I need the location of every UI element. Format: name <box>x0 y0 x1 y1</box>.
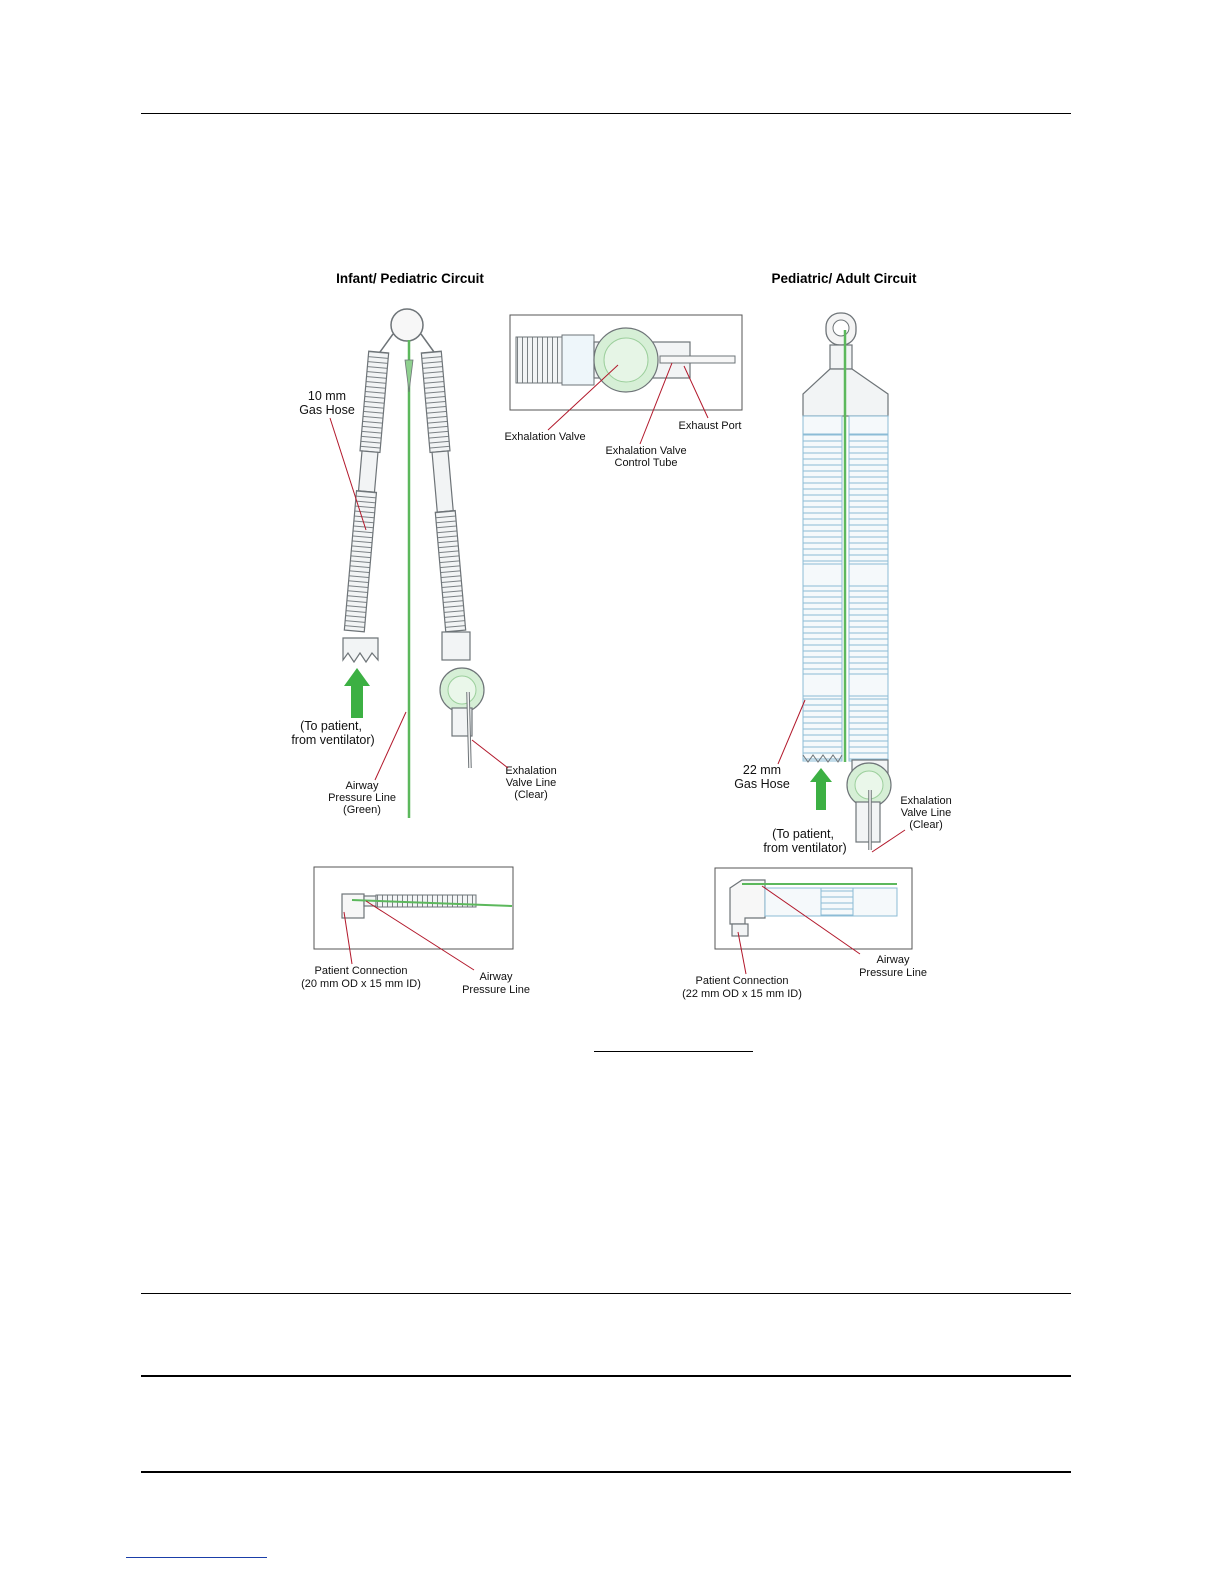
exhalation-hose-upper <box>420 350 451 454</box>
adult-circuit-illustration <box>802 312 892 850</box>
label-to-patient-right-2: from ventilator) <box>763 841 846 855</box>
label-exh-line-right-2: Valve Line <box>901 807 952 819</box>
gas-hose-10mm-lower <box>343 489 378 633</box>
label-exhalation-valve: Exhalation Valve <box>504 431 585 443</box>
gas-hose-10mm-upper <box>359 350 390 454</box>
footer-rule-1 <box>141 1293 1071 1294</box>
label-exh-line-left-2: Valve Line <box>506 777 557 789</box>
label-airway-right-1: Airway <box>876 954 910 966</box>
label-patient-conn-right-1: Patient Connection <box>696 975 789 987</box>
label-patient-conn-right-2: (22 mm OD x 15 mm ID) <box>682 988 802 1000</box>
label-airway-green-3: (Green) <box>343 804 381 816</box>
title-infant-pediatric: Infant/ Pediatric Circuit <box>336 271 484 286</box>
label-patient-conn-left-2: (20 mm OD x 15 mm ID) <box>301 978 421 990</box>
label-to-patient-left-2: from ventilator) <box>291 733 374 747</box>
infant-circuit-illustration <box>342 308 485 818</box>
label-exh-line-right-1: Exhalation <box>900 795 951 807</box>
label-exh-line-left-3: (Clear) <box>514 789 548 801</box>
label-airway-left-1: Airway <box>479 971 513 983</box>
label-patient-conn-left-1: Patient Connection <box>315 965 408 977</box>
flow-arrow-left <box>344 668 370 718</box>
patient-connection-detail-left <box>313 866 514 950</box>
label-to-patient-right-1: (To patient, <box>772 827 834 841</box>
caption-underline <box>594 1051 753 1052</box>
label-22mm: 22 mm <box>743 763 781 777</box>
label-gas-hose-right: Gas Hose <box>734 777 790 791</box>
label-airway-green-1: Airway <box>345 780 379 792</box>
flow-arrow-right <box>810 768 832 810</box>
title-pediatric-adult: Pediatric/ Adult Circuit <box>771 271 917 286</box>
control-tube <box>659 355 736 364</box>
exhalation-valve-detail <box>509 314 743 411</box>
y-connector-ring <box>390 308 424 342</box>
header-rule <box>141 113 1071 114</box>
label-exh-line-left-1: Exhalation <box>505 765 556 777</box>
label-gas-hose-left: Gas Hose <box>299 403 355 417</box>
exhalation-hose-lower <box>434 509 467 633</box>
label-10mm: 10 mm <box>308 389 346 403</box>
footer-rule-3 <box>141 1471 1071 1473</box>
hose-cuff-left <box>342 637 379 664</box>
label-airway-green-2: Pressure Line <box>328 792 396 804</box>
footer-rule-2 <box>141 1375 1071 1377</box>
label-exh-control-1: Exhalation Valve <box>605 445 686 457</box>
label-exh-control-2: Control Tube <box>615 457 678 469</box>
label-airway-right-2: Pressure Line <box>859 967 927 979</box>
bottom-link-underline <box>126 1557 267 1558</box>
label-to-patient-left-1: (To patient, <box>300 719 362 733</box>
label-airway-left-2: Pressure Line <box>462 984 530 996</box>
gas-hose-22mm-left <box>802 415 843 762</box>
patient-connection-detail-right <box>714 867 913 950</box>
label-exh-line-right-3: (Clear) <box>909 819 943 831</box>
label-exhaust-port: Exhaust Port <box>679 420 742 432</box>
gas-hose-22mm-right <box>848 415 889 762</box>
